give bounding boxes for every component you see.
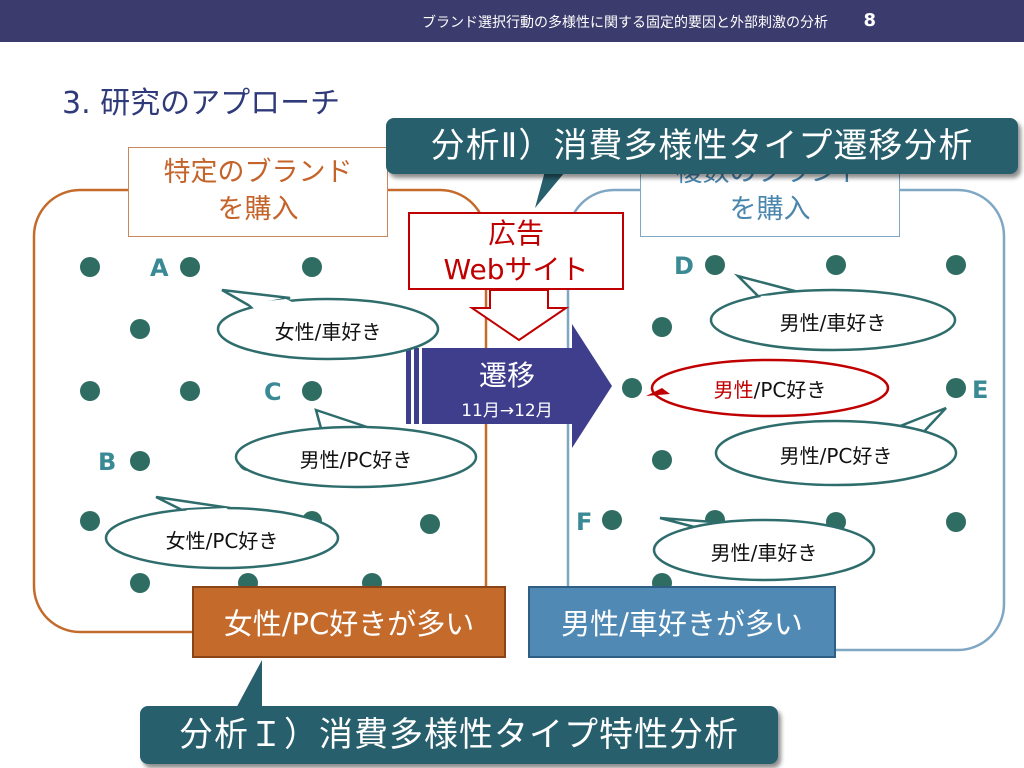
ad-line1: 広告 (487, 217, 544, 250)
summary-left: 女性/PC好きが多い (192, 586, 506, 658)
group-left-label: 特定のブランド を購入 (128, 147, 388, 237)
arrow-stripe (406, 348, 411, 424)
letter-f: F (576, 508, 593, 536)
bubble-right2-rest: /PC好き (753, 378, 827, 402)
transition-label: 遷移 (478, 359, 535, 392)
ad-web-box: 広告 Webサイト (408, 212, 624, 290)
dot (130, 451, 150, 471)
dot (302, 257, 322, 277)
group-right-line2: を購入 (729, 194, 811, 225)
letter-b: B (98, 448, 117, 476)
analysis2-banner: 分析Ⅱ）消費多様性タイプ遷移分析 (386, 118, 1018, 174)
dot (946, 378, 966, 398)
page-number: 8 (863, 10, 876, 31)
dot (130, 573, 150, 593)
bubble-right2-highlight (650, 358, 890, 418)
ad-line2: Webサイト (443, 253, 589, 286)
dot (652, 450, 672, 470)
dot (705, 255, 725, 275)
dot (80, 511, 100, 531)
dot (80, 257, 100, 277)
bubble-right2-text: 男性/PC好き (670, 374, 870, 403)
letter-e: E (972, 376, 989, 404)
bubble-left1 (216, 297, 440, 361)
bubble-left3 (104, 506, 340, 570)
bubble-tail-red (646, 388, 670, 396)
bubble-left2-text: 男性/PC好き (299, 448, 413, 472)
dot (946, 255, 966, 275)
dot (180, 381, 200, 401)
group-left-line2: を購入 (217, 194, 299, 225)
letter-a: A (150, 254, 169, 282)
right-dots (602, 255, 966, 593)
bubble-right4 (652, 518, 876, 582)
slide-title: 3. 研究のアプローチ (62, 86, 341, 121)
header-bar: ブランド選択行動の多様性に関する固定的要因と外部刺激の分析 8 (0, 0, 1024, 42)
bubble-left3-text: 女性/PC好き (165, 529, 279, 553)
dot (652, 317, 672, 337)
dot (420, 514, 440, 534)
dot (622, 378, 642, 398)
dot (180, 257, 200, 277)
right-group-outline (566, 188, 1006, 652)
transition-period: 11月→12月 (461, 401, 553, 421)
bubble-right1-text: 男性/車好き (779, 311, 887, 335)
bubble-right3-text: 男性/PC好き (779, 444, 893, 468)
group-left-line1: 特定のブランド (163, 157, 353, 188)
dot (826, 255, 846, 275)
summary-right: 男性/車好きが多い (528, 586, 836, 658)
dot (130, 319, 150, 339)
bubble-right4-text: 男性/車好き (710, 541, 818, 565)
bubble-right1 (709, 288, 957, 352)
dot (302, 381, 322, 401)
transition-arrow (422, 324, 612, 448)
highlight-male: 男性 (713, 378, 754, 402)
dot (80, 381, 100, 401)
bubble-left2 (234, 425, 478, 489)
arrow-stripe (414, 348, 419, 424)
bubble-left1-text: 女性/車好き (274, 320, 382, 344)
ad-down-arrow (468, 289, 570, 342)
letter-c: C (264, 378, 282, 406)
dot (602, 510, 622, 530)
letter-d: D (674, 252, 694, 280)
header-subtitle: ブランド選択行動の多様性に関する固定的要因と外部刺激の分析 (422, 15, 828, 31)
analysis1-banner: 分析Ｉ）消費多様性タイプ特性分析 (140, 706, 778, 764)
banner1-pointer (234, 660, 262, 712)
dot (946, 512, 966, 532)
